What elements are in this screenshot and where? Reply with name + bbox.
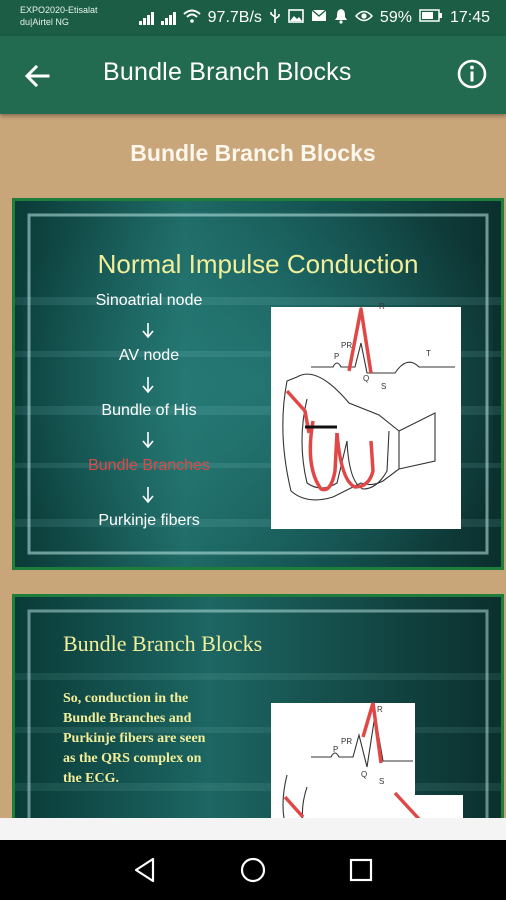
wifi-icon [182,9,201,28]
network-speed: 97.7B/s [207,9,262,26]
slide-image-1: Normal Impulse Conduction Sinoatrial nod… [12,198,504,570]
content-bottom-edge [0,818,506,840]
image-icon [288,8,304,28]
nav-home-button[interactable] [237,854,269,886]
battery-icon [419,9,443,27]
slide-2-label-q: Q [361,770,368,779]
back-button[interactable] [20,58,56,94]
circle-home-icon [240,857,266,883]
app-bar: Bundle Branch Blocks [0,36,506,114]
figure-label-q: Q [363,374,370,383]
figure-label-s: S [381,382,387,391]
slide-1-heading: Normal Impulse Conduction [97,249,419,279]
status-icons: 97.7B/s 59% 17:45 [138,8,490,29]
figure-label-p: P [334,352,340,361]
square-recents-icon [349,858,373,882]
slide-2-line-4: as the QRS complex on [63,751,202,766]
usb-icon [269,8,281,29]
slide-2-line-2: Bundle Branches and [63,711,192,726]
carrier-line-1: EXPO2020-Etisalat [20,5,98,15]
figure-label-t: T [426,349,431,358]
flow-step-bundle-branches: Bundle Branches [88,457,210,474]
slide-2-line-1: So, conduction in the [63,691,189,706]
flow-step-av-node: AV node [118,347,180,364]
app-bar-title: Bundle Branch Blocks [103,58,352,86]
info-icon [457,59,487,89]
triangle-back-icon [134,857,155,883]
notification-bell-icon [334,8,348,29]
status-bar: EXPO2020-Etisalat du|Airtel NG 97.7B/s 5… [0,0,506,36]
page-title: Bundle Branch Blocks [130,140,376,166]
clock: 17:45 [449,9,490,26]
carrier-label: EXPO2020-Etisalat du|Airtel NG [20,4,98,28]
figure-label-pr: PR [341,341,353,350]
slide-2-line-5: the ECG. [63,771,119,786]
nav-recents-button[interactable] [345,854,377,886]
slide-image-2: Bundle Branch Blocks So, conduction in t… [12,594,504,834]
flow-step-sinoatrial: Sinoatrial node [95,292,203,309]
signal-2-icon [160,11,176,25]
arrow-back-icon [24,64,50,88]
eye-icon [354,9,373,27]
slide-2-heading: Bundle Branch Blocks [63,631,263,656]
slide-2-label-p: P [333,745,339,754]
slide-2-label-pr: PR [341,737,353,746]
slide-2-label-s: S [379,777,385,786]
figure-label-r: R [379,302,385,311]
nav-back-button[interactable] [129,854,161,886]
info-button[interactable] [456,58,488,90]
mail-icon [311,9,327,27]
carrier-line-2: du|Airtel NG [20,17,69,27]
battery-percent: 59% [379,9,412,26]
slide-2-line-3: Purkinje fibers are seen [63,731,206,746]
signal-icon [138,11,154,25]
flow-step-bundle-of-his: Bundle of His [101,402,197,419]
flow-step-purkinje: Purkinje fibers [98,512,200,529]
system-navigation-bar [0,840,506,900]
slide-2-label-r: R [377,705,383,714]
